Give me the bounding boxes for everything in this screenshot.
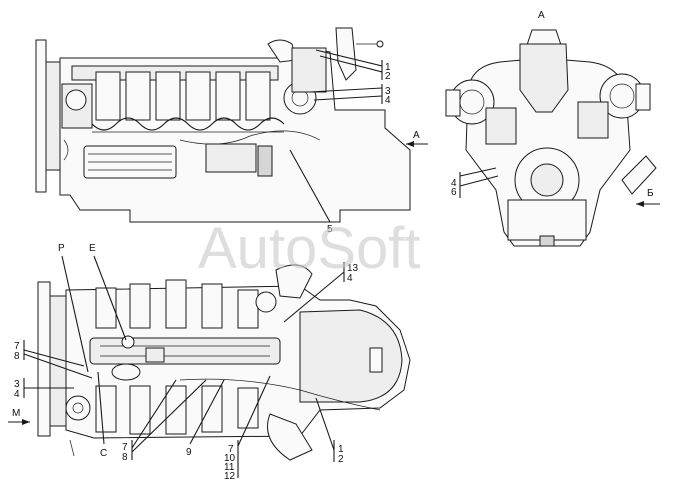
- callout-7-8-bottom: 7 8: [122, 379, 207, 463]
- arrow-m-label: M: [12, 408, 20, 419]
- callout-8-bottom: 8: [122, 452, 128, 463]
- callout-13-4: 13 4: [283, 262, 359, 323]
- callout-7-lower: 7: [228, 444, 234, 455]
- cylinder-heads: [95, 71, 271, 121]
- callout-1-2-top: 1 2: [315, 49, 391, 82]
- callout-3-left: 3: [14, 379, 20, 390]
- arrow-b-label: Б: [647, 188, 654, 199]
- callout-c-label: C: [100, 448, 107, 459]
- callout-7-8-left: 7 8: [14, 340, 93, 379]
- callout-1-2-bottom: 1 2: [315, 397, 344, 465]
- callout-p: P: [58, 243, 89, 373]
- callout-7-10-11-12: 7 10 11 12: [224, 375, 271, 482]
- view-arrow-m: M: [8, 408, 30, 425]
- callout-p-label: P: [58, 243, 65, 254]
- callout-4-mid: 4: [347, 273, 353, 284]
- callout-4: 4: [385, 95, 391, 106]
- callout-1-bottom: 1: [338, 444, 344, 455]
- plan-heads-upper: [95, 279, 259, 329]
- callout-11: 11: [224, 462, 235, 473]
- watermark: AutoSoft: [198, 216, 420, 281]
- callout-2: 2: [385, 71, 391, 82]
- callout-5: 5: [289, 149, 333, 235]
- callout-10: 10: [224, 453, 236, 464]
- callout-9: 9: [186, 379, 225, 458]
- callout-e-label: E: [89, 243, 96, 254]
- engine-front-view: A 4 6 Б: [445, 10, 660, 247]
- callout-e: E: [89, 243, 127, 341]
- callout-4-left: 4: [14, 389, 20, 400]
- callout-12: 12: [224, 471, 236, 482]
- callout-3: 3: [385, 86, 391, 97]
- callout-9-label: 9: [186, 447, 192, 458]
- callout-3-4-left: 3 4: [14, 378, 74, 400]
- engine-side-view: [35, 27, 411, 223]
- callout-4-right: 4: [451, 178, 457, 189]
- callout-13: 13: [347, 263, 359, 274]
- callout-7-left: 7: [14, 341, 20, 352]
- arrow-a-label: A: [413, 130, 420, 141]
- callout-3-4-top: 3 4: [309, 84, 391, 106]
- engine-plan-view: [37, 264, 411, 461]
- front-view-title: A: [538, 10, 545, 21]
- callout-c: C: [97, 371, 107, 459]
- callout-6-right: 6: [451, 187, 457, 198]
- view-arrow-a: A: [406, 130, 428, 147]
- callout-8-left: 8: [14, 351, 20, 362]
- callout-1: 1: [385, 62, 391, 73]
- plan-heads-lower: [95, 385, 259, 435]
- callout-7-bottom: 7: [122, 442, 128, 453]
- callout-2-bottom: 2: [338, 454, 344, 465]
- callout-5-label: 5: [327, 224, 333, 235]
